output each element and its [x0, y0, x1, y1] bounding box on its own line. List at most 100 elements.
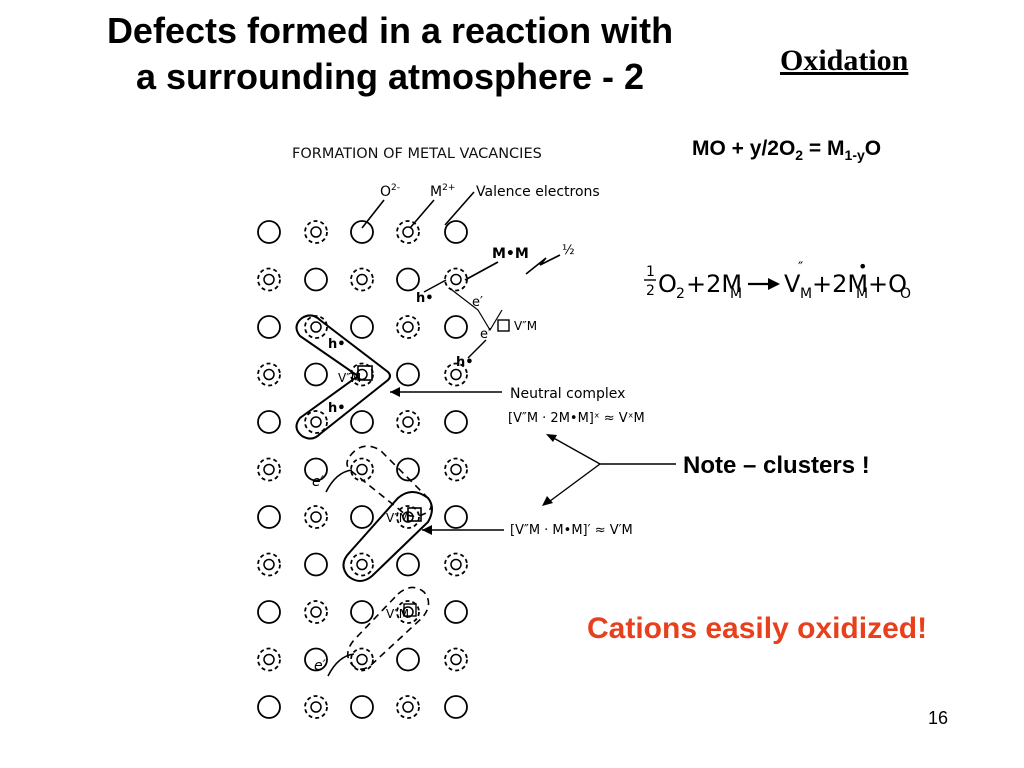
oxygen-ion: [304, 552, 328, 577]
electron-label-2: e′: [480, 327, 491, 342]
reaction-sub-1: 2: [795, 147, 804, 164]
page-number: 16: [928, 708, 949, 728]
vacancy-square-2: [357, 365, 373, 381]
metal-ion: [350, 267, 374, 292]
mh-arrow: [464, 261, 499, 281]
metal-ion-core: [356, 463, 368, 476]
oxygen-ion: [304, 647, 328, 672]
metal-ion-core: [263, 653, 275, 666]
equation-o2: O: [658, 270, 677, 298]
slide-title: Defects formed in a reaction with a surr…: [40, 8, 740, 100]
metal-ion: [304, 220, 328, 244]
reaction-left: MO + y/2O: [692, 137, 796, 160]
pointer-arrowhead-down: [542, 496, 553, 506]
metal-ion-core: [402, 321, 414, 333]
oxygen-ion: [304, 457, 328, 482]
metal-ion: [444, 552, 468, 577]
equation-vacancy: V: [784, 270, 801, 298]
pointer-line-up: [549, 435, 601, 465]
valence-electrons-label: Valence electrons: [476, 184, 600, 200]
metal-ion: [396, 695, 420, 719]
metal-ion-core: [356, 273, 368, 286]
equation-plus-2: +2M: [812, 270, 868, 298]
equation-vacancy-sub: M: [800, 286, 812, 302]
metal-ion: [444, 457, 468, 482]
metal-ion: [257, 457, 281, 482]
metal-ion-core: [450, 368, 462, 381]
oxygen-ion: [444, 505, 468, 529]
charged-complex-formula: [V″M · M•M]′ ≈ V′M: [510, 523, 633, 538]
metal-ion-core: [263, 463, 275, 476]
clusters-pointer: [542, 434, 676, 506]
topic-heading: Oxidation: [780, 44, 909, 77]
electron-arrow-2: [327, 653, 355, 677]
metal-label: M2+: [430, 183, 455, 200]
oxygen-ion: [304, 267, 328, 292]
vacancy-square-4: [403, 603, 417, 617]
valence-pointer: [444, 191, 475, 226]
oxygen-pointer: [361, 199, 385, 229]
metal-ion-core: [310, 226, 322, 238]
metal-ion-core: [310, 606, 322, 618]
equation-mm2-sub: M: [856, 286, 868, 302]
electron-label-1: e′: [472, 295, 483, 310]
vacancy-label-3: V″M: [386, 511, 409, 525]
oxygen-ion: [444, 220, 468, 244]
electron-label-3: e′: [312, 474, 325, 490]
ion-lattice: [257, 220, 468, 719]
reaction-equation: MO + y/2O2 = M1-yO: [692, 137, 881, 163]
metal-ion: [444, 267, 468, 292]
oxygen-ion: [350, 695, 374, 719]
metal-ion: [304, 695, 328, 719]
highlight-statement: Cations easily oxidized!: [587, 612, 928, 645]
hole-label-2: h•: [456, 355, 474, 370]
metal-pointer: [409, 199, 435, 229]
oxygen-ion: [350, 315, 374, 339]
oxygen-ion: [396, 552, 420, 577]
oxygen-ion: [257, 695, 281, 719]
neutral-complex-label: Neutral complex: [510, 386, 625, 402]
equation-oo-sub: O: [900, 286, 911, 302]
hole-label-1: h•: [416, 291, 434, 306]
metal-ion: [257, 362, 281, 387]
metal-ion: [396, 410, 420, 434]
oxygen-ion: [350, 505, 374, 529]
oxygen-ion: [444, 600, 468, 624]
vacancy-square-1: [497, 319, 510, 332]
metal-ion: [257, 647, 281, 672]
metal-ion: [396, 505, 420, 529]
metal-ion-core: [402, 416, 414, 428]
metal-vacancy-figure: FORMATION OF METAL VACANCIES O2- M2+ Val…: [257, 146, 645, 719]
oxygen-ion: [350, 410, 374, 434]
hole-arrow-1: [423, 279, 447, 293]
metal-ion: [304, 600, 328, 624]
metal-ion: [257, 267, 281, 292]
oxygen-ion: [257, 220, 281, 244]
metal-ion-core: [263, 558, 275, 571]
hole-label-4: h•: [328, 401, 346, 416]
vacancy-label-2: V″M: [338, 371, 361, 385]
oxygen-ion: [257, 600, 281, 624]
oxygen-ion: [396, 457, 420, 482]
metal-ion-core: [263, 273, 275, 286]
hole-label-3: h•: [328, 337, 346, 352]
metal-ion: [396, 600, 420, 624]
equation-hole-dot: •: [858, 257, 867, 276]
equation-half-denominator: 2: [646, 283, 655, 299]
electron-label-4: e′: [314, 658, 327, 674]
dashed-cluster-1: [346, 445, 432, 518]
metal-ion: [257, 552, 281, 577]
metal-ion-core: [450, 558, 462, 571]
hole-arrow-2: [467, 339, 487, 359]
oxygen-ion: [350, 600, 374, 624]
clusters-note: Note – clusters !: [683, 452, 870, 479]
metal-ion-core: [450, 653, 462, 666]
dashed-cluster-2: [346, 586, 430, 670]
oxygen-label: O2-: [380, 183, 400, 200]
equation-o2-sub: 2: [676, 286, 685, 302]
metal-ion-core: [356, 558, 368, 571]
metal-ion-core: [310, 511, 322, 523]
charged-complex-outline: [342, 491, 433, 582]
metal-ion: [304, 410, 328, 434]
metal-ion-core: [402, 226, 414, 238]
